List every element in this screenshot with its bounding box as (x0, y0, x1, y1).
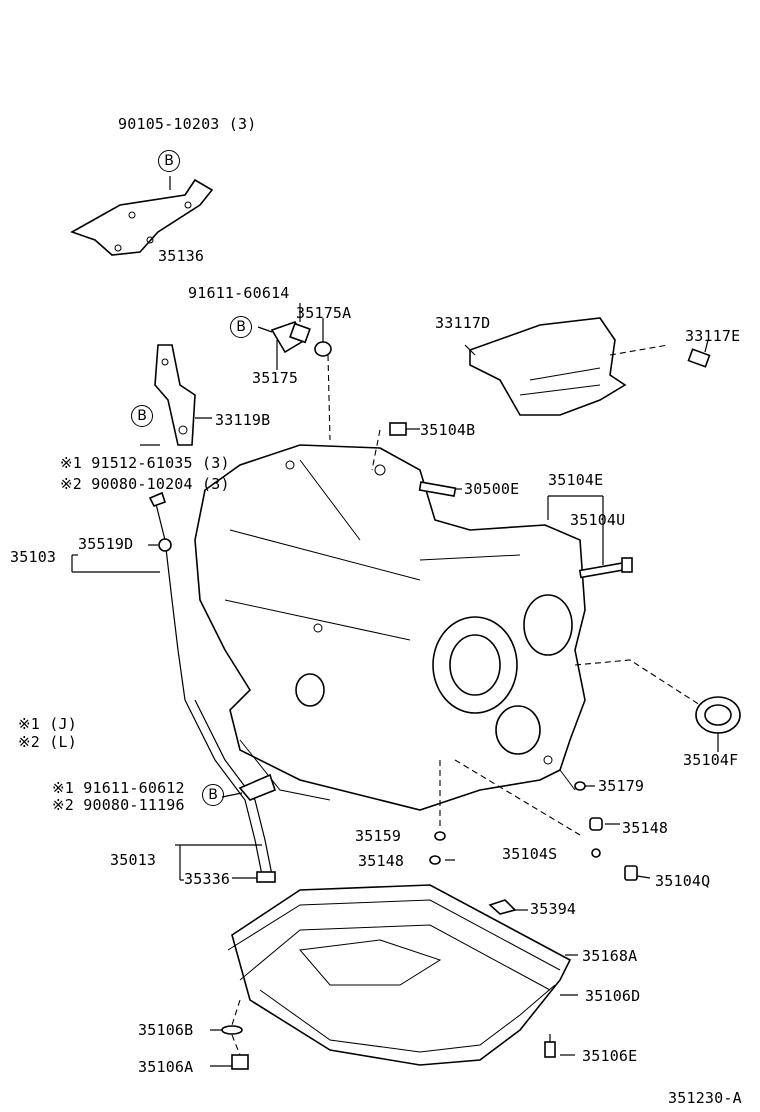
label-35175: 35175 (252, 369, 299, 387)
leader-dashed (327, 354, 331, 441)
label-33119b: 33119B (215, 411, 271, 429)
label-91611-60614: 91611-60614 (188, 284, 290, 302)
speed-sensor-35175 (257, 303, 332, 370)
note-2: ※2 (L) (18, 733, 77, 751)
label-90080-10204: ※2 90080-10204 (3) (60, 475, 230, 493)
bracket-plate-35136 (70, 176, 214, 256)
plugs-and-gaskets (429, 759, 651, 915)
label-33117d: 33117D (435, 314, 491, 332)
label-33117e: 33117E (685, 327, 741, 345)
label-35136: 35136 (158, 247, 205, 265)
label-35519d: 35519D (78, 535, 134, 553)
label-35013: 35013 (110, 851, 157, 869)
callout-b-marker: B (230, 316, 252, 338)
label-35394: 35394 (530, 900, 577, 918)
label-35106b: 35106B (138, 1021, 194, 1039)
oil-pan-35106D (227, 884, 578, 1066)
label-35103: 35103 (10, 548, 57, 566)
label-35106e: 35106E (582, 1047, 638, 1065)
pan-bolt-35106E (544, 1034, 575, 1058)
label-35168a: 35168A (582, 947, 638, 965)
label-35336: 35336 (184, 870, 231, 888)
bolts-right (389, 422, 633, 579)
heat-insulator-33117D (464, 317, 711, 416)
diagram-id: 351230-A (668, 1089, 742, 1107)
label-35106d: 35106D (585, 987, 641, 1005)
label-35104b: 35104B (420, 421, 476, 439)
label-35104s: 35104S (502, 845, 558, 863)
note-1: ※1 (J) (18, 715, 77, 733)
leader-dashed (371, 429, 381, 471)
transaxle-case (194, 444, 586, 811)
label-35104u: 35104U (570, 511, 626, 529)
label-90080-11196: ※2 90080-11196 (52, 796, 185, 814)
oil-seal-35104F (574, 659, 741, 752)
label-35159: 35159 (355, 827, 402, 845)
label-35104q: 35104Q (655, 872, 711, 890)
drain-plug-35106A (210, 999, 249, 1070)
dipstick-35103 (71, 491, 186, 701)
dipstick-tube-35013 (175, 699, 276, 883)
callout-b-marker: B (202, 784, 224, 806)
label-91611-60612: ※1 91611-60612 (52, 779, 185, 797)
label-35148-left: 35148 (358, 852, 405, 870)
label-90105-10203: 90105-10203 (3) (118, 115, 257, 133)
callout-b-marker: B (131, 405, 153, 427)
label-35104e: 35104E (548, 471, 604, 489)
label-91512-61035: ※1 91512-61035 (3) (60, 454, 230, 472)
callout-b-marker: B (158, 150, 180, 172)
bracket-33119B (140, 344, 212, 446)
label-35148-right: 35148 (622, 819, 669, 837)
label-35106a: 35106A (138, 1058, 194, 1076)
label-35175a: 35175A (296, 304, 352, 322)
label-35179: 35179 (598, 777, 645, 795)
label-35104f: 35104F (683, 751, 739, 769)
label-30500e: 30500E (464, 480, 520, 498)
